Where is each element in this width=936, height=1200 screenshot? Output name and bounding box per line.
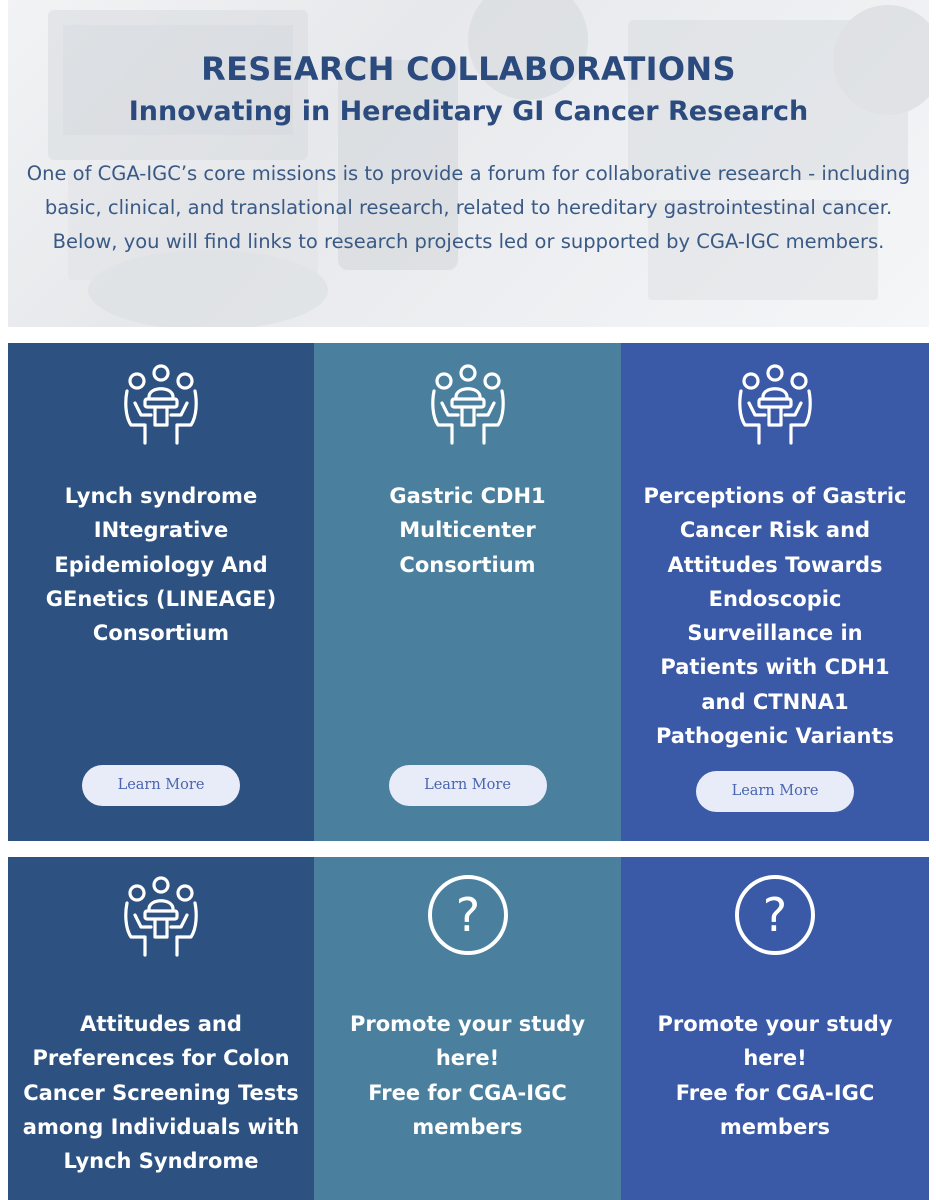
question-circle-icon: ? bbox=[735, 875, 815, 955]
projects-row-2: Attitudes and Preferences for Colon Canc… bbox=[8, 857, 929, 1200]
promote-study-text: Promote your study here! Free for CGA-IG… bbox=[657, 1012, 893, 1139]
projects-row-1: Lynch syndrome INtegrative Epidemiology … bbox=[8, 343, 929, 841]
learn-more-button[interactable]: Learn More bbox=[696, 771, 854, 812]
learn-more-button[interactable]: Learn More bbox=[388, 765, 547, 806]
project-title: Perceptions of Gastric Cancer Risk and A… bbox=[643, 484, 907, 749]
question-circle-icon: ? bbox=[427, 875, 508, 955]
meeting-people-icon bbox=[124, 364, 198, 445]
meeting-people-icon bbox=[430, 364, 505, 445]
project-card-gastric-perceptions: Perceptions of Gastric Cancer Risk and A… bbox=[621, 343, 929, 841]
promote-study-card: ? Promote your study here! Free for CGA-… bbox=[621, 857, 929, 1200]
hero-section: RESEARCH COLLABORATIONS Innovating in He… bbox=[8, 0, 929, 327]
project-title: Attitudes and Preferences for Colon Canc… bbox=[22, 1012, 300, 1174]
svg-text:?: ? bbox=[455, 888, 479, 942]
promote-study-text: Promote your study here! Free for CGA-IG… bbox=[349, 1012, 586, 1139]
project-title: Gastric CDH1 Multicenter Consortium bbox=[389, 484, 546, 577]
intro-paragraph: One of CGA-IGC’s core missions is to pro… bbox=[26, 162, 911, 253]
project-card-lineage: Lynch syndrome INtegrative Epidemiology … bbox=[8, 343, 314, 841]
page-subtitle: Innovating in Hereditary GI Cancer Resea… bbox=[128, 96, 809, 127]
project-card-colon-screening: Attitudes and Preferences for Colon Canc… bbox=[8, 857, 314, 1200]
svg-text:?: ? bbox=[763, 888, 787, 942]
background-photo bbox=[48, 0, 929, 327]
meeting-people-icon bbox=[124, 876, 198, 957]
promote-study-card: ? Promote your study here! Free for CGA-… bbox=[314, 857, 621, 1200]
project-title: Lynch syndrome INtegrative Epidemiology … bbox=[45, 484, 277, 646]
page-title: RESEARCH COLLABORATIONS bbox=[201, 50, 736, 88]
learn-more-button[interactable]: Learn More bbox=[82, 765, 240, 806]
project-card-cdh1-consortium: Gastric CDH1 Multicenter Consortium Lear… bbox=[314, 343, 621, 841]
meeting-people-icon bbox=[738, 364, 812, 445]
